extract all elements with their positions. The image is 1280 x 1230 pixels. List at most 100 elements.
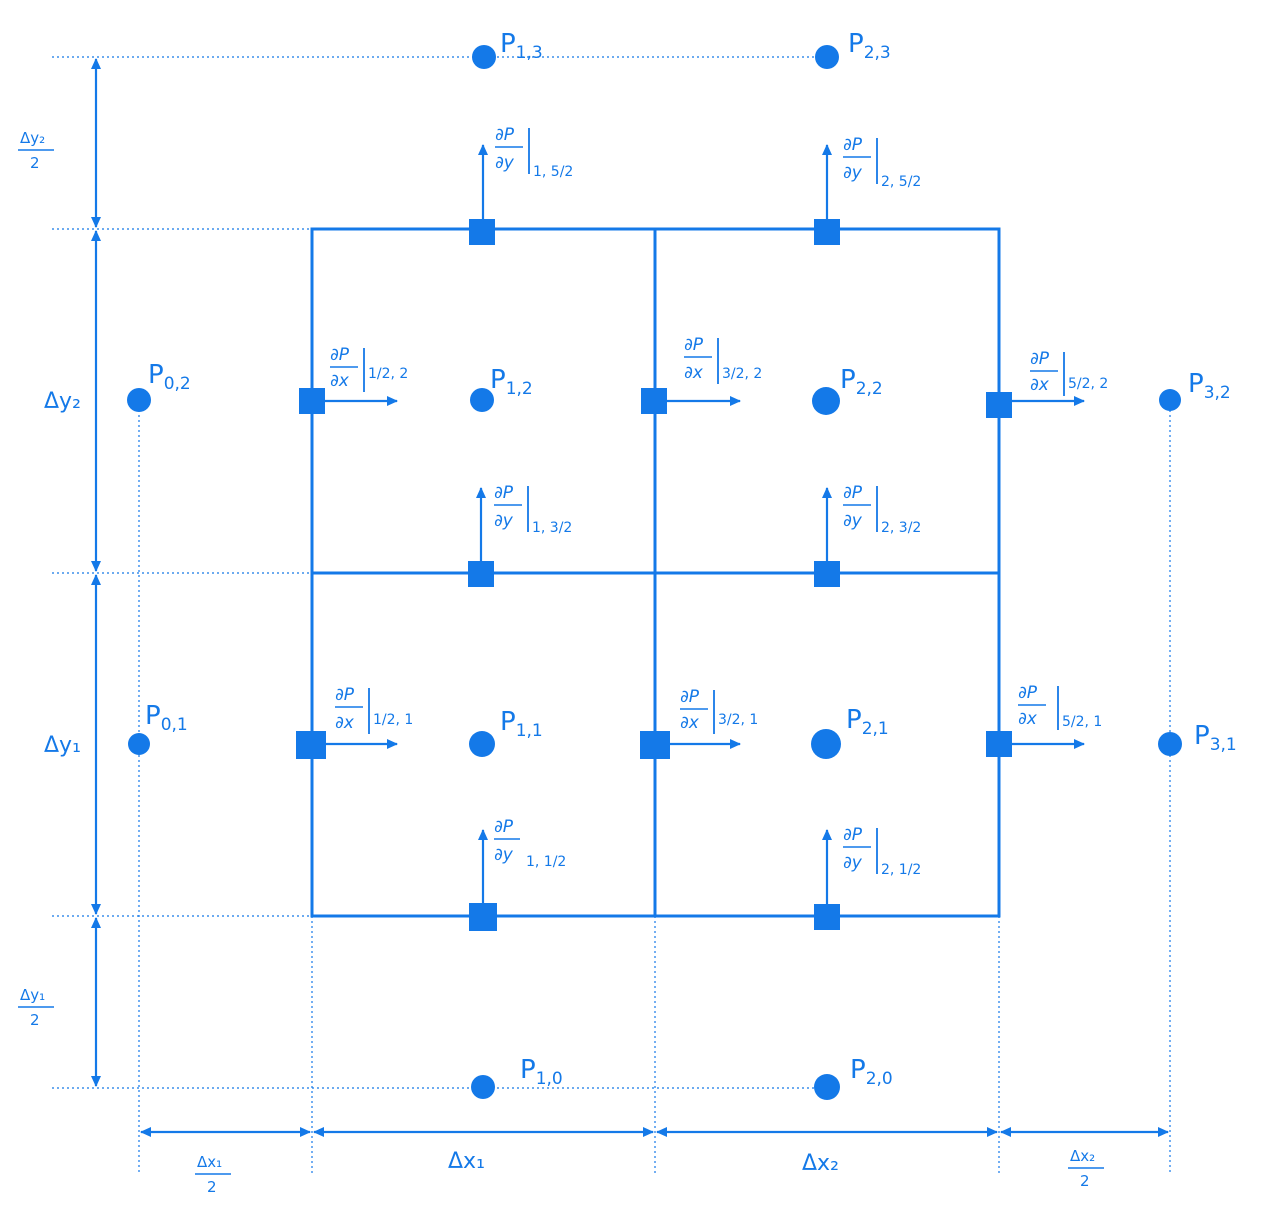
svg-text:1, 3/2: 1, 3/2 [532,520,572,536]
svg-text:∂x: ∂x [1030,375,1050,395]
node-p10 [471,1075,495,1099]
svg-text:∂x: ∂x [680,713,700,733]
svg-text:5/2, 2: 5/2, 2 [1068,376,1108,392]
face-square-32-2 [641,388,667,414]
dim-label-dx2-half: Δx₂ 2 [1068,1147,1104,1190]
label-p11: P1,1 [500,707,543,741]
node-p21 [811,729,841,759]
svg-text:∂P: ∂P [494,483,514,503]
cell-grid [310,227,1001,918]
deriv-label-dy-2-12: ∂P ∂y 2, 1/2 [843,825,921,878]
face-square-12-1 [296,731,326,759]
svg-text:Δx₁: Δx₁ [197,1153,222,1171]
node-p12 [470,388,494,412]
svg-text:2: 2 [30,1011,40,1029]
svg-text:1/2, 1: 1/2, 1 [373,712,413,728]
derivative-arrows [312,144,1085,917]
deriv-label-dy-2-52: ∂P ∂y 2, 5/2 [843,135,921,190]
svg-text:∂y: ∂y [843,511,863,531]
label-p20: P2,0 [850,1055,893,1089]
svg-text:∂x: ∂x [335,713,355,733]
svg-text:Δy₁: Δy₁ [20,986,45,1004]
node-p02 [127,388,151,412]
node-p22 [812,387,840,415]
deriv-label-dx-12-2: ∂P ∂x 1/2, 2 [330,345,408,392]
svg-text:3/2, 1: 3/2, 1 [718,712,758,728]
svg-text:∂P: ∂P [843,483,863,503]
label-p23: P2,3 [848,29,891,63]
node-p32 [1159,389,1181,411]
svg-text:2: 2 [1080,1172,1090,1190]
deriv-label-dy-1-12: ∂P ∂y 1, 1/2 [494,817,566,870]
face-square-2-52 [814,219,840,245]
svg-text:1/2, 2: 1/2, 2 [368,366,408,382]
svg-text:∂P: ∂P [684,335,704,355]
deriv-label-dy-2-32: ∂P ∂y 2, 3/2 [843,483,921,536]
node-p23 [815,45,839,69]
node-labels: P1,3 P2,3 P0,2 P1,2 P2,2 P3,2 P0,1 P1,1 … [145,29,1237,1089]
deriv-label-dy-1-32: ∂P ∂y 1, 3/2 [494,483,572,536]
deriv-label-dx-12-1: ∂P ∂x 1/2, 1 [335,685,413,734]
svg-text:∂y: ∂y [494,845,514,865]
svg-text:Δy₂: Δy₂ [20,129,45,147]
label-p22: P2,2 [840,365,883,399]
dim-label-dy2: Δy₂ [44,389,81,414]
deriv-label-dy-1-52: ∂P ∂y 1, 5/2 [495,125,573,180]
label-p21: P2,1 [846,705,889,739]
deriv-label-dx-52-1: ∂P ∂x 5/2, 1 [1018,683,1102,730]
label-p32: P3,2 [1188,369,1231,403]
svg-text:Δx₂: Δx₂ [1070,1147,1095,1165]
svg-text:3/2, 2: 3/2, 2 [722,366,762,382]
node-p13 [472,45,496,69]
deriv-label-dx-52-2: ∂P ∂x 5/2, 2 [1030,349,1108,396]
svg-text:2: 2 [30,154,40,172]
node-p20 [814,1074,840,1100]
face-square-2-32 [814,561,840,587]
svg-text:∂P: ∂P [843,825,863,845]
node-p01 [128,733,150,755]
dim-label-dy1: Δy₁ [44,733,81,758]
face-square-32-1 [640,731,670,759]
face-square-52-1 [986,731,1012,757]
face-square-1-12 [469,903,497,931]
svg-text:2, 5/2: 2, 5/2 [881,174,921,190]
node-p11 [469,731,495,757]
pressure-nodes [127,45,1182,1100]
dim-label-dx1-half: Δx₁ 2 [195,1153,231,1196]
face-square-12-2 [299,388,325,414]
guide-lines [52,56,1171,1175]
deriv-label-dx-32-1: ∂P ∂x 3/2, 1 [680,687,758,734]
label-p13: P1,3 [500,29,543,63]
svg-text:∂P: ∂P [1018,683,1038,703]
face-squares [296,219,1012,931]
svg-text:2, 1/2: 2, 1/2 [881,862,921,878]
face-square-1-32 [468,561,494,587]
node-p31 [1158,732,1182,756]
svg-text:∂P: ∂P [843,135,863,155]
svg-text:2: 2 [207,1178,217,1196]
svg-text:∂x: ∂x [1018,709,1038,729]
dim-label-dx2: Δx₂ [802,1151,839,1176]
deriv-label-dx-32-2: ∂P ∂x 3/2, 2 [684,335,762,384]
face-square-1-52 [469,219,495,245]
dimension-labels: Δy₂ 2 Δy₂ Δy₁ Δy₁ 2 Δx₁ 2 Δx₁ Δx₂ Δx₂ 2 [18,129,1104,1196]
label-p02: P0,2 [148,360,191,394]
derivative-labels: ∂P ∂y 1, 5/2 ∂P ∂y 2, 5/2 ∂P ∂x 1/2, 2 ∂… [330,125,1108,878]
svg-text:5/2, 1: 5/2, 1 [1062,714,1102,730]
svg-text:∂P: ∂P [1030,349,1050,369]
svg-text:∂P: ∂P [495,125,515,145]
svg-text:1, 1/2: 1, 1/2 [526,854,566,870]
svg-text:∂y: ∂y [495,153,515,173]
svg-text:∂x: ∂x [684,363,704,383]
svg-text:1, 5/2: 1, 5/2 [533,164,573,180]
svg-text:∂y: ∂y [843,163,863,183]
svg-text:∂P: ∂P [494,817,514,837]
svg-text:∂P: ∂P [335,685,355,705]
label-p10: P1,0 [520,1055,563,1089]
dim-label-dx1: Δx₁ [448,1149,485,1174]
dim-label-dy1-half: Δy₁ 2 [18,986,54,1029]
label-p12: P1,2 [490,365,533,399]
svg-text:∂x: ∂x [330,371,350,391]
face-square-52-2 [986,392,1012,418]
